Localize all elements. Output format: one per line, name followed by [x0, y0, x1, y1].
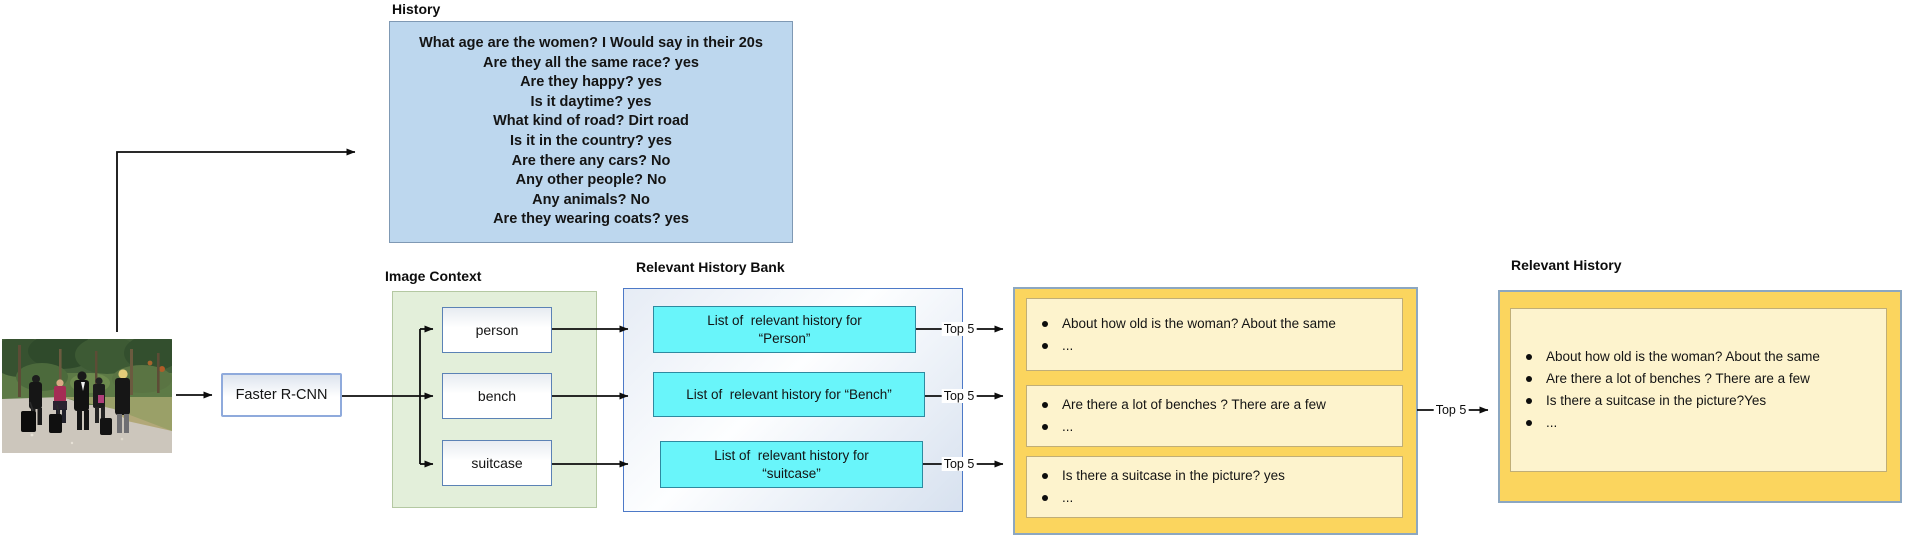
relevant-history-title: Relevant History: [1511, 257, 1622, 273]
bank-list-bench: List of relevant history for “Bench”: [653, 372, 925, 417]
relevant-history-text: Is there a suitcase in the picture?Yes: [1546, 393, 1767, 408]
candidate-text: Are there a lot of benches ? There are a…: [1062, 397, 1326, 412]
history-line: Are they happy? yes: [520, 74, 662, 91]
bank-list-person-line2: “Person”: [758, 330, 811, 346]
bullet-icon: [1042, 495, 1048, 501]
bank-list-bench-line1: List of relevant history for “Bench”: [686, 386, 892, 402]
bullet-icon: [1526, 398, 1532, 404]
history-line: Are they wearing coats? yes: [493, 211, 689, 228]
top5-label-person: Top 5: [941, 322, 977, 336]
candidate-text: ...: [1062, 490, 1074, 505]
history-line: Is it in the country? yes: [510, 133, 672, 149]
top5-label-suitcase: Top 5: [941, 457, 977, 471]
candidate-text: ...: [1062, 419, 1074, 434]
relevant-history-text: ...: [1546, 415, 1558, 430]
candidate-text: Is there a suitcase in the picture? yes: [1062, 468, 1285, 483]
object-box-person: person: [442, 307, 552, 353]
object-label-suitcase: suitcase: [471, 455, 523, 471]
park-scene-image: [0, 333, 180, 453]
history-line: Any animals? No: [532, 191, 650, 208]
object-label-person: person: [475, 322, 519, 338]
bullet-icon: [1042, 321, 1048, 327]
relevant-history-text: Are there a lot of benches ? There are a…: [1546, 371, 1810, 386]
bullet-icon: [1042, 473, 1048, 479]
relevant-history-list: About how old is the woman? About the sa…: [1510, 308, 1887, 472]
history-line: What kind of road? Dirt road: [493, 113, 689, 130]
history-panel: What age are the women? I Would say in t…: [389, 21, 793, 243]
bullet-icon: [1526, 420, 1532, 426]
top5-label-final: Top 5: [1433, 403, 1469, 417]
faster-rcnn-label: Faster R-CNN: [235, 387, 328, 403]
candidate-text: About how old is the woman? About the sa…: [1062, 316, 1336, 331]
history-bank-title: Relevant History Bank: [636, 259, 785, 275]
faster-rcnn-box: Faster R-CNN: [221, 373, 342, 417]
bullet-item: ...: [1027, 487, 1402, 509]
bullet-item: Is there a suitcase in the picture? yes: [1027, 465, 1402, 487]
bullet-item: About how old is the woman? About the sa…: [1027, 313, 1402, 335]
bullet-icon: [1526, 376, 1532, 382]
candidate-group-suitcase: Is there a suitcase in the picture? yes …: [1026, 456, 1403, 518]
bullet-item: About how old is the woman? About the sa…: [1511, 346, 1886, 368]
object-box-bench: bench: [442, 373, 552, 419]
object-label-bench: bench: [477, 388, 517, 404]
bank-list-person: List of relevant history for “Person”: [653, 306, 916, 353]
history-line: Are they all the same race? yes: [482, 54, 699, 71]
bullet-icon: [1526, 354, 1532, 360]
bullet-item: Is there a suitcase in the picture?Yes: [1511, 390, 1886, 412]
bullet-item: ...: [1511, 412, 1886, 434]
bank-list-suitcase-line2: “suitcase”: [762, 465, 821, 481]
bullet-item: Are there a lot of benches ? There are a…: [1027, 394, 1402, 416]
bullet-icon: [1042, 424, 1048, 430]
history-line: What age are the women? I Would say in t…: [419, 35, 763, 52]
history-line: Is it daytime? yes: [530, 93, 652, 110]
candidate-group-bench: Are there a lot of benches ? There are a…: [1026, 385, 1403, 447]
candidate-text: ...: [1062, 338, 1074, 353]
history-title: History: [392, 1, 441, 17]
relevant-history-text: About how old is the woman? About the sa…: [1546, 349, 1820, 364]
bullet-item: Are there a lot of benches ? There are a…: [1511, 368, 1886, 390]
arrow-image-to-history: [116, 148, 356, 332]
candidate-group-person: About how old is the woman? About the sa…: [1026, 298, 1403, 371]
input-image: [0, 333, 180, 453]
history-line: Any other people? No: [515, 172, 667, 189]
history-line: Are there any cars? No: [511, 152, 671, 169]
bullet-item: ...: [1027, 335, 1402, 357]
bullet-item: ...: [1027, 416, 1402, 438]
bullet-icon: [1042, 402, 1048, 408]
bank-list-person-line1: List of relevant history for: [707, 312, 862, 328]
object-box-suitcase: suitcase: [442, 440, 552, 486]
top5-label-bench: Top 5: [941, 389, 977, 403]
image-context-title: Image Context: [385, 268, 482, 284]
bank-list-suitcase-line1: List of relevant history for: [714, 447, 869, 463]
bank-list-suitcase: List of relevant history for “suitcase”: [660, 441, 923, 488]
bullet-icon: [1042, 343, 1048, 349]
